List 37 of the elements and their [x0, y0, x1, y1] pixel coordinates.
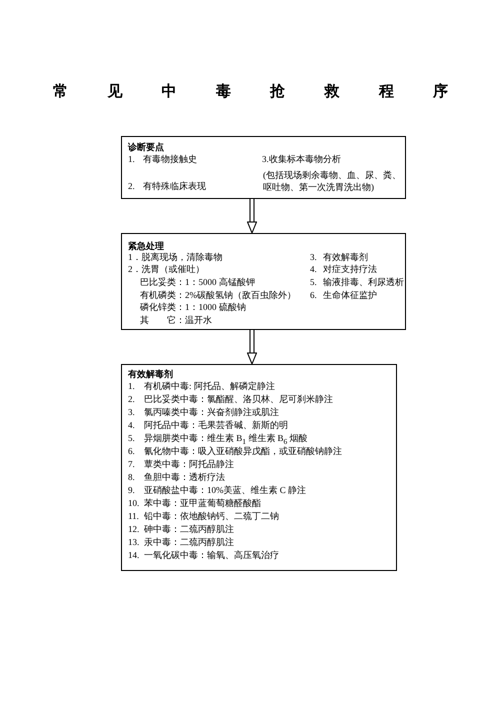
- list-item: 7. 蕈类中毒：阿托品静注: [128, 458, 234, 471]
- list-item: 12. 砷中毒：二巯丙醇肌注: [128, 522, 234, 536]
- list-item: 其 它：温开水: [140, 314, 212, 327]
- box-heading: 紧急处理: [128, 240, 164, 252]
- list-item: 4. 阿托品中毒：毛果芸香碱、新斯的明: [128, 418, 288, 432]
- list-item: 13. 汞中毒：二巯丙醇肌注: [128, 536, 234, 549]
- list-item: 9. 亚硝酸盐中毒：10%美蓝、维生素 C 静注: [128, 484, 306, 497]
- arrow: [247, 198, 257, 234]
- list-item: 巴比妥类：1：5000 高锰酸钾: [140, 276, 255, 289]
- list-item: 6. 生命体征监护: [310, 288, 377, 302]
- box-heading: 有效解毒剂: [128, 368, 173, 381]
- list-item: 5. 异烟肼类中毒：维生素 B$_{1}$ 维生素 B$_{6}$ 烟酸: [128, 432, 308, 446]
- info-box: [121, 364, 397, 571]
- title: 常见中毒抢救程序: [53, 83, 488, 101]
- list-item: 11. 铅中毒：依地酸钠钙、二巯丁二钠: [128, 510, 279, 523]
- list-item: (包括现场剩余毒物、血、尿、粪、呕吐物、第一次洗胃洗出物): [263, 168, 402, 193]
- list-item: 2．洗胃（或催吐）: [128, 263, 204, 276]
- list-item: 14. 一氧化碳中毒：输氧、高压氧治疗: [128, 548, 279, 562]
- list-item: 1. 有毒物接触史: [128, 152, 197, 166]
- list-item: 2. 巴比妥类中毒：氯酯醒、洛贝林、尼可刹米静注: [128, 392, 333, 406]
- list-item: 3. 有效解毒剂: [310, 250, 368, 264]
- list-item: 3. 氯丙嗪类中毒：兴奋剂静注或肌注: [128, 406, 279, 419]
- list-item: 磷化锌类：1：1000 硫酸钠: [140, 301, 246, 314]
- info-box: [121, 136, 406, 199]
- box-heading: 诊断要点: [128, 140, 164, 154]
- list-item: 6. 氰化物中毒：吸入亚硝酸异戊酯，或亚硝酸钠静注: [128, 444, 342, 458]
- list-item: 8. 鱼胆中毒：透析疗法: [128, 470, 225, 484]
- list-item: 1. 有机磷中毒: 阿托品、解磷定静注: [128, 380, 275, 393]
- list-item: 有机磷类：2%碳酸氢钠（敌百虫除外）: [140, 288, 296, 302]
- list-item: 3.收集标本毒物分析: [262, 152, 341, 166]
- arrow: [247, 330, 257, 364]
- list-item: 2. 有特殊临床表现: [128, 180, 206, 192]
- list-item: 1．脱离现场，清除毒物: [128, 250, 222, 264]
- list-item: 10. 苯中毒：亚甲蓝葡萄糖醛酸酯: [128, 496, 261, 510]
- list-item: 4. 对症支持疗法: [310, 263, 377, 276]
- info-box: [121, 233, 406, 330]
- list-item: 5. 输液排毒、利尿透析: [310, 276, 404, 289]
